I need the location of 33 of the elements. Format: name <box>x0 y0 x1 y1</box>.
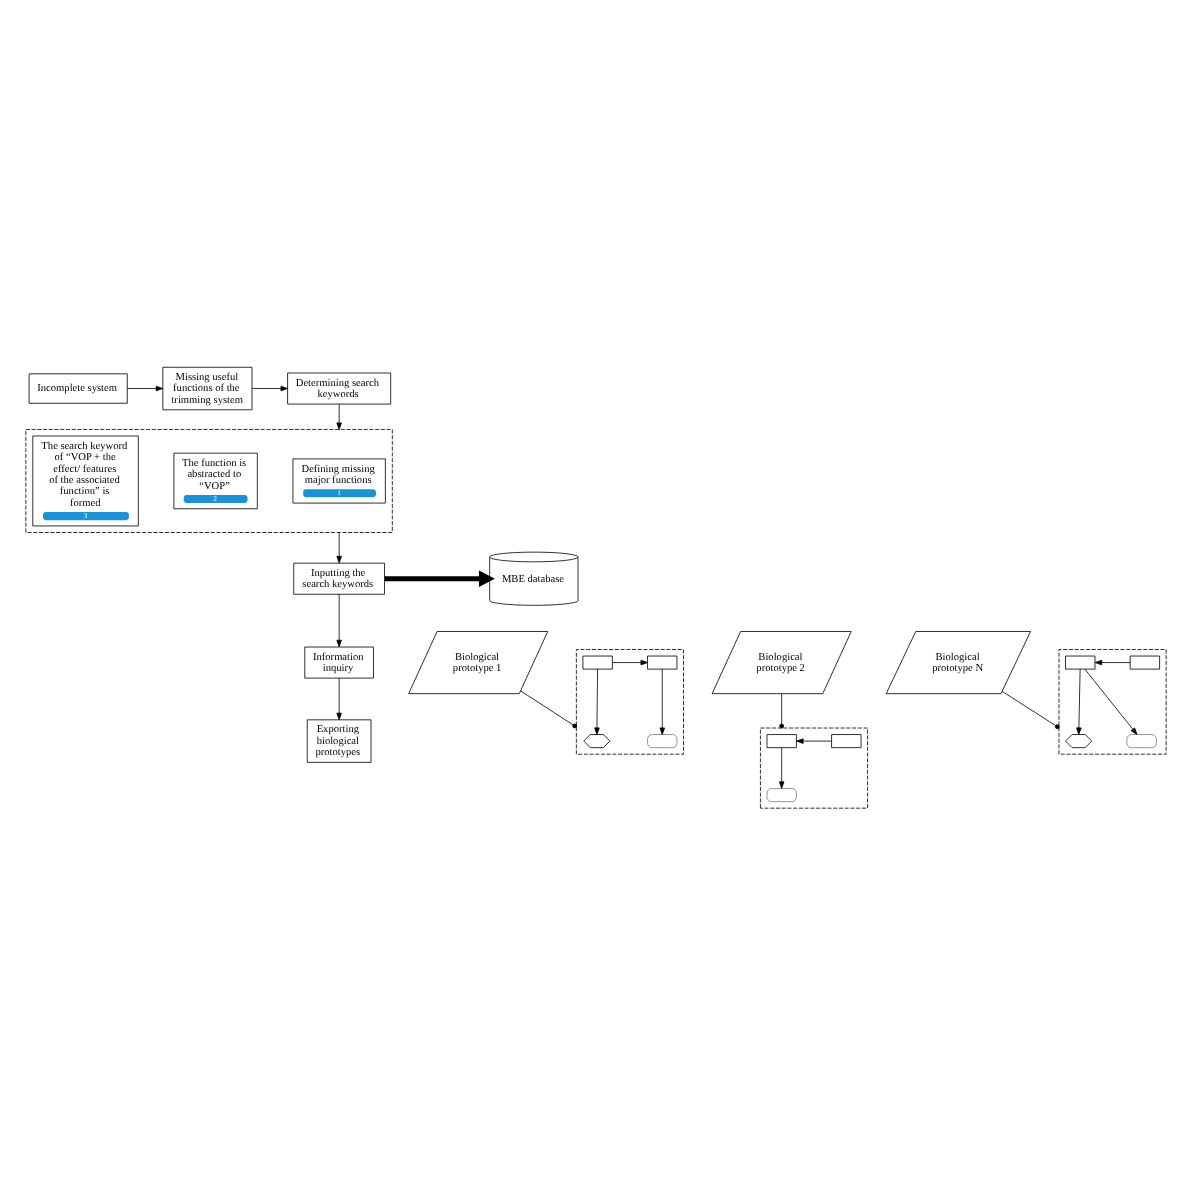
arrow <box>1076 667 1082 734</box>
connector <box>520 689 578 728</box>
cluster <box>1058 648 1167 754</box>
arrow <box>1084 667 1138 734</box>
node-box <box>1126 733 1157 748</box>
arrow <box>251 384 288 391</box>
node-box <box>647 733 678 748</box>
node-box <box>766 787 797 802</box>
node-box <box>582 654 613 669</box>
connector <box>1001 689 1060 729</box>
arrow <box>659 667 665 734</box>
arrow <box>127 384 164 391</box>
connector <box>779 692 785 728</box>
node-hexagon <box>1065 733 1093 748</box>
node-box <box>1065 654 1096 669</box>
arrow <box>594 667 600 734</box>
arrow <box>336 531 342 563</box>
arrow <box>779 746 785 788</box>
arrow <box>336 593 342 647</box>
node-box <box>766 733 797 748</box>
node-box <box>1129 654 1160 669</box>
node-hexagon <box>583 733 611 748</box>
arrow <box>1094 658 1131 665</box>
arrow <box>336 402 342 429</box>
arrow <box>796 737 832 743</box>
arrow <box>384 569 495 587</box>
cluster <box>575 648 684 754</box>
node-box <box>831 733 862 748</box>
node-box <box>647 654 678 669</box>
cluster <box>25 428 393 532</box>
arrow <box>336 676 342 720</box>
cluster <box>760 726 868 808</box>
arrow <box>612 658 648 665</box>
